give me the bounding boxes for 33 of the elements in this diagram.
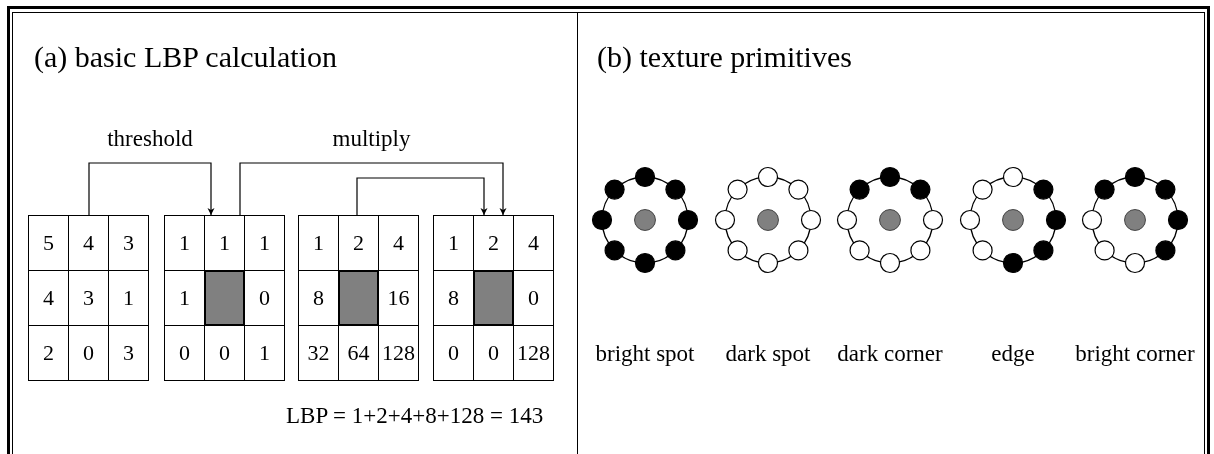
grid-cell: 128 [513, 325, 554, 381]
primitive-caption: bright spot [595, 342, 695, 365]
grid-cell: 128 [378, 325, 419, 381]
number-grid [298, 215, 419, 381]
grid-cell: 0 [164, 325, 205, 381]
primitive-caption: dark corner [837, 342, 943, 365]
arrow [239, 162, 507, 216]
number-grid [28, 215, 149, 381]
grid-cell: 4 [513, 215, 554, 271]
arrow [88, 162, 215, 216]
edge-label: multiply [332, 127, 411, 150]
formula-text: LBP = 1+2+4+8+128 = 143 [286, 404, 544, 427]
grid-cell: 0 [433, 325, 474, 381]
grid-cell: 3 [108, 325, 149, 381]
panel-title: (b) texture primitives [597, 42, 852, 72]
grid-cell: 1 [433, 215, 474, 271]
grid-cell: 1 [244, 325, 285, 381]
grid-cell: 4 [378, 215, 419, 271]
grid-cell: 1 [298, 215, 339, 271]
primitive-caption: bright corner [1075, 342, 1195, 365]
grid-cell: 3 [108, 215, 149, 271]
primitive-caption: edge [991, 342, 1035, 365]
grid-cell: 1 [244, 215, 285, 271]
number-grid [433, 215, 554, 381]
grid-cell: 1 [164, 215, 205, 271]
arrow [356, 177, 488, 216]
panel-title: (a) basic LBP calculation [34, 42, 337, 72]
grid-cell: 2 [28, 325, 69, 381]
grid-cell: 32 [298, 325, 339, 381]
edge-label: threshold [107, 127, 193, 150]
primitive-caption: dark spot [725, 342, 811, 365]
grid-cell: 5 [28, 215, 69, 271]
number-grid [164, 215, 285, 381]
